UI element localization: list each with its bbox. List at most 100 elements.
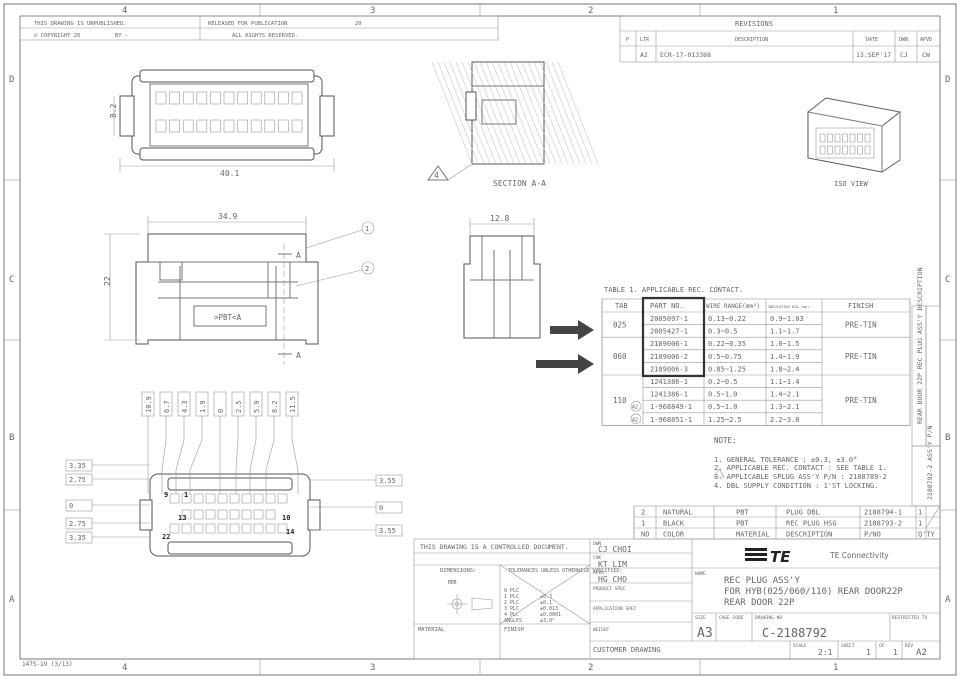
notes: NOTE: 1. GENERAL TOLERANCE : ±0.3, ±3.0°…	[713, 436, 887, 490]
row-dim-right: 3.55	[379, 477, 396, 485]
iso-cell	[842, 133, 848, 143]
table-cell: 0.5~1.0	[708, 391, 738, 399]
finish-label: FINISH	[504, 627, 524, 633]
iso-cell	[857, 145, 863, 155]
iso-cell	[849, 145, 856, 155]
rev-badge: A2	[632, 417, 638, 423]
rev-date: 13.SEP'17	[856, 51, 891, 59]
hatch-line	[545, 61, 587, 165]
bom-cell: P/NO	[864, 531, 881, 539]
face-cell	[193, 509, 204, 520]
hatch-line	[473, 61, 515, 165]
unpublished-note: THIS DRAWING IS UNPUBLISHED.	[34, 21, 127, 27]
contact-table-title: TABLE 1. APPLICABLE REC. CONTACT.	[604, 286, 743, 294]
tolerance-place: 3 PLC	[504, 606, 519, 612]
rev-badge: A2	[632, 405, 638, 411]
face-cell	[253, 523, 264, 534]
face-cell	[181, 523, 192, 534]
note-3: 3. APPLICABLE SPLUG ASS'Y P/N : 2188789-…	[714, 473, 887, 481]
section-marker-top: A	[296, 251, 301, 260]
row-dim-box	[65, 517, 93, 530]
weight-label: WEIGHT	[593, 627, 610, 633]
table-cell: 0.3~0.5	[708, 328, 738, 336]
hatch-line	[557, 61, 599, 165]
cavity-cell	[237, 119, 248, 133]
cavity-cell	[196, 91, 208, 105]
iso-cell	[849, 133, 856, 143]
te-logo-text: TE	[770, 548, 791, 566]
hatch-line	[443, 61, 485, 165]
rev-header: DWN	[899, 37, 908, 43]
face-cell	[205, 493, 216, 504]
section-label: SECTION A-A	[493, 179, 546, 188]
apvd-label: APVD	[593, 570, 604, 576]
pitch-leader	[265, 416, 275, 494]
row-dim-left: 3.35	[69, 462, 86, 470]
table-cell: 1.8~2.4	[770, 365, 800, 373]
tolerance-value: ±0.3	[540, 594, 552, 600]
rev-header: DATE	[866, 37, 878, 43]
face-cell	[217, 523, 228, 534]
flag-note-4: 4	[434, 171, 439, 180]
tolerances-label: TOLERANCES UNLESS OTHERWISE SPECIFIED:	[508, 568, 622, 574]
table-cell: 0.5~1.0	[708, 403, 738, 411]
rev-header: APVD	[920, 37, 932, 43]
pitch-value: 4.3	[181, 400, 189, 413]
dim-front-height: 22	[103, 276, 112, 286]
col-label: 4	[122, 663, 127, 673]
col-label: 2	[588, 663, 593, 673]
dim-front-width: 34.9	[218, 212, 237, 221]
tolerance-value: ±0.013	[540, 606, 558, 612]
iso-cell	[842, 145, 848, 155]
face-cell	[229, 493, 240, 504]
pin-number: 13	[178, 514, 186, 522]
cavity-cell	[210, 119, 221, 133]
pitch-value: 8.2	[271, 400, 279, 413]
iso-cell	[864, 133, 871, 143]
pin-number: 22	[162, 533, 170, 541]
face-cell	[253, 493, 264, 504]
cavity-cell	[155, 91, 167, 105]
rights-note: ALL RIGHTS RESERVED.	[232, 33, 298, 39]
table-cell: 1-968851-1	[650, 416, 692, 424]
iso-label: ISO VIEW	[834, 180, 869, 188]
hatch-line	[533, 61, 575, 165]
col-label: 4	[122, 6, 127, 16]
released-note: RELEASED FOR PUBLICATION	[208, 21, 287, 27]
rev-header: DESCRIPTION	[735, 37, 768, 43]
bom-cell: BLACK	[663, 520, 685, 528]
pitch-leader	[291, 416, 299, 494]
face-cell	[265, 493, 276, 504]
sheet-label: SHEET	[841, 643, 855, 649]
hatch-line	[467, 61, 509, 165]
title-block: THIS DRAWING IS A CONTROLLED DOCUMENT. D…	[413, 538, 941, 660]
pitch-value: 5.9	[253, 400, 261, 413]
restricted-label: RESTRICTED TO	[892, 615, 928, 621]
pitch-leader	[161, 416, 167, 494]
section-marker-bottom: A	[296, 351, 301, 360]
of-label: OF	[879, 643, 885, 649]
face-cell	[205, 523, 216, 534]
arrow-to-060	[536, 354, 594, 374]
company-name: TE Connectivity	[829, 551, 889, 560]
copyright-note: © COPYRIGHT 20	[34, 33, 80, 39]
cavity-cell	[264, 91, 276, 105]
bom-cell: REC PLUG HSG	[786, 520, 837, 528]
dim-top-width: 40.1	[220, 169, 239, 178]
row-dim-box	[65, 473, 93, 486]
table-cell: 2109006-2	[650, 353, 688, 361]
table-cell: 1.0~1.5	[770, 340, 800, 348]
face-cell	[181, 493, 192, 504]
table-cell: 0.2~0.5	[708, 378, 738, 386]
row-label: A	[945, 595, 951, 605]
hatch-line	[515, 61, 557, 165]
face-cell	[229, 523, 240, 534]
pitch-value: 1.9	[199, 400, 207, 413]
hatch-line	[509, 61, 551, 165]
row-label: C	[945, 275, 950, 285]
face-cell	[169, 523, 180, 534]
col-label: 1	[833, 663, 838, 673]
tolerance-value: -	[540, 588, 543, 594]
finish-value: PRE-TIN	[845, 321, 877, 330]
